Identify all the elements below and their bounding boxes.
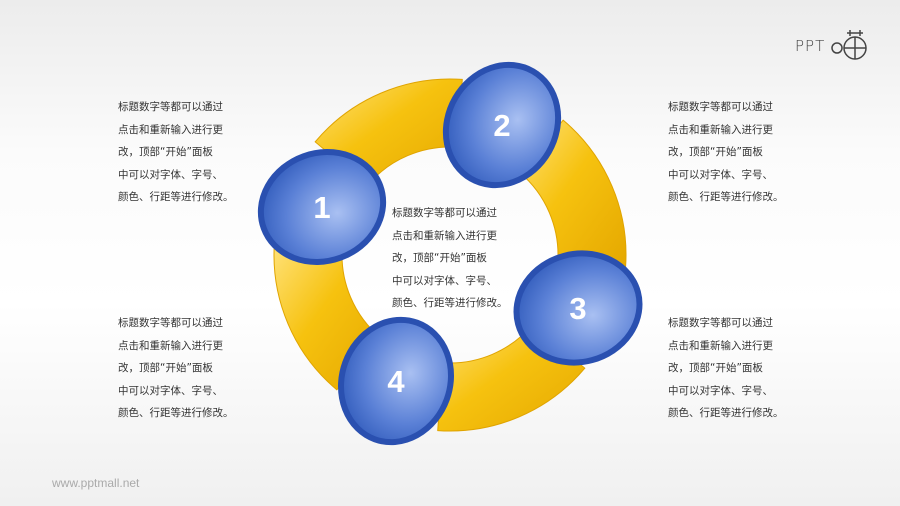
node-label: 2 xyxy=(493,108,510,143)
text-line: 颜色、行距等进行修改。 xyxy=(118,191,234,203)
text-line: 改，顶部“开始”面板 xyxy=(118,362,213,374)
text-line: 点击和重新输入进行更 xyxy=(118,339,223,352)
logo-text: PPT xyxy=(795,37,826,55)
text-line: 改，顶部“开始”面板 xyxy=(392,252,487,264)
text-line: 中可以对字体、字号、 xyxy=(668,168,773,181)
node-ellipse xyxy=(442,61,562,189)
text-line: 标题数字等都可以通过 xyxy=(668,101,773,113)
node-ellipse xyxy=(338,316,454,446)
footer-url: www.pptmall.net xyxy=(52,476,140,490)
text-line: 点击和重新输入进行更 xyxy=(668,123,773,136)
text-line: 改，顶部“开始”面板 xyxy=(668,146,763,158)
text-line: 颜色、行距等进行修改。 xyxy=(118,407,234,419)
node-label: 4 xyxy=(387,364,405,399)
text-line: 标题数字等都可以通过 xyxy=(392,207,497,219)
text-line: 点击和重新输入进行更 xyxy=(118,123,223,136)
text-line: 点击和重新输入进行更 xyxy=(668,339,773,352)
node-1: 1 xyxy=(257,149,387,265)
node-ellipse xyxy=(257,149,387,265)
text-line: 标题数字等都可以通过 xyxy=(118,101,223,113)
text-line: 颜色、行距等进行修改。 xyxy=(668,407,784,419)
node-label: 3 xyxy=(569,291,586,326)
node-3: 3 xyxy=(513,250,643,366)
text-line: 颜色、行距等进行修改。 xyxy=(668,191,784,203)
text-line: 中可以对字体、字号、 xyxy=(392,274,497,287)
text-line: 标题数字等都可以通过 xyxy=(668,317,773,329)
text-line: 改，顶部“开始”面板 xyxy=(118,146,213,158)
text-line: 标题数字等都可以通过 xyxy=(118,317,223,329)
center-text-block: 标题数字等都可以通过点击和重新输入进行更改，顶部“开始”面板中可以对字体、字号、… xyxy=(392,202,522,315)
text-line: 中可以对字体、字号、 xyxy=(668,384,773,397)
text-block-top-right: 标题数字等都可以通过点击和重新输入进行更改，顶部“开始”面板中可以对字体、字号、… xyxy=(668,96,798,209)
text-line: 点击和重新输入进行更 xyxy=(392,229,497,242)
node-4: 4 xyxy=(338,316,454,446)
node-label: 1 xyxy=(313,190,330,225)
text-block-top-left: 标题数字等都可以通过点击和重新输入进行更改，顶部“开始”面板中可以对字体、字号、… xyxy=(118,96,248,209)
text-line: 中可以对字体、字号、 xyxy=(118,168,223,181)
logo-mark-icon xyxy=(831,30,868,60)
node-ellipse xyxy=(513,250,643,366)
text-block-bottom-left: 标题数字等都可以通过点击和重新输入进行更改，顶部“开始”面板中可以对字体、字号、… xyxy=(118,312,248,425)
text-line: 中可以对字体、字号、 xyxy=(118,384,223,397)
text-block-bottom-right: 标题数字等都可以通过点击和重新输入进行更改，顶部“开始”面板中可以对字体、字号、… xyxy=(668,312,798,425)
text-line: 颜色、行距等进行修改。 xyxy=(392,297,508,309)
logo: PPT xyxy=(795,30,869,62)
text-line: 改，顶部“开始”面板 xyxy=(668,362,763,374)
node-2: 2 xyxy=(442,61,562,189)
